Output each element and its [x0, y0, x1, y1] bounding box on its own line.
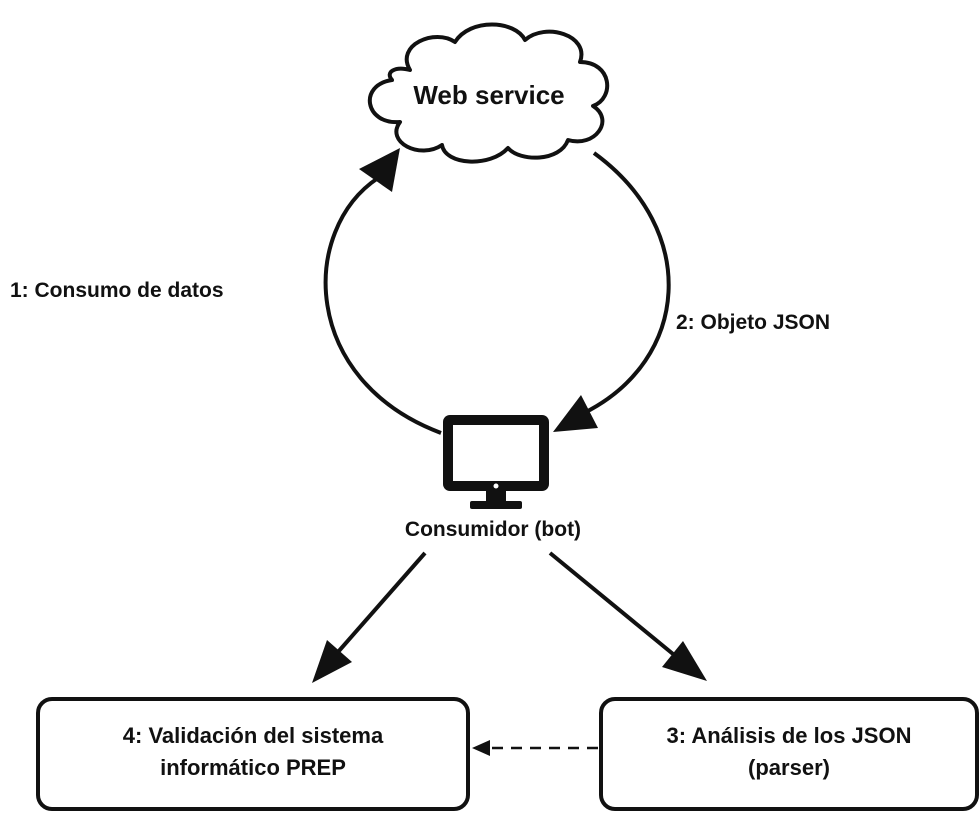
label-consumo-datos: 1: Consumo de datos [10, 279, 224, 302]
arrow-objeto-json [553, 151, 671, 432]
arrowhead-validacion [312, 640, 352, 683]
box-analisis: 3: Análisis de los JSON (parser) [599, 697, 979, 811]
box-validacion: 4: Validación del sistema informático PR… [36, 697, 470, 811]
arc-left [323, 176, 442, 435]
arrowhead-down [553, 395, 598, 432]
box-analisis-line2: (parser) [748, 755, 830, 780]
arrowhead-analisis [662, 641, 707, 681]
web-service-cloud: Web service [367, 22, 610, 164]
box-analisis-frame [599, 697, 979, 811]
cloud-label: Web service [413, 80, 564, 110]
monitor-base [470, 501, 522, 509]
box-validacion-line2: informático PREP [160, 755, 346, 780]
arrow-consumo-datos [323, 148, 442, 435]
arrow-to-validacion [312, 551, 427, 683]
dashed-arrow-analisis-to-validacion [472, 740, 598, 756]
arrow-to-analisis [548, 551, 707, 681]
box-analisis-line1: 3: Análisis de los JSON [667, 723, 912, 748]
box-validacion-frame [36, 697, 470, 811]
arrowhead-up [359, 148, 400, 192]
monitor-screen [453, 425, 539, 481]
arrow-to-analisis-line [548, 551, 675, 656]
monitor-icon [443, 415, 549, 509]
consumer-label: Consumidor (bot) [405, 518, 581, 541]
cloud-shape [367, 22, 610, 164]
monitor-neck [486, 491, 506, 501]
dashed-arrowhead [472, 740, 490, 756]
arc-right [583, 151, 671, 415]
box-validacion-line1: 4: Validación del sistema [123, 723, 384, 748]
monitor-power-dot [493, 483, 499, 489]
label-objeto-json: 2: Objeto JSON [676, 311, 830, 334]
arrow-to-validacion-line [336, 551, 427, 654]
